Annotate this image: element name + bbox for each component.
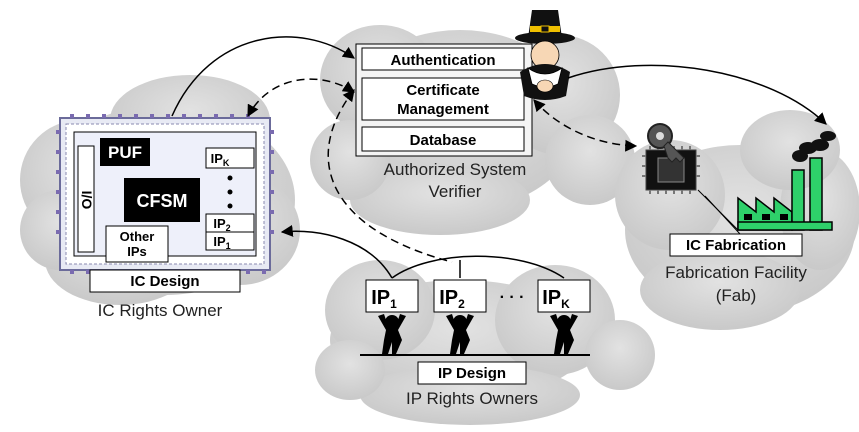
cert-line1: Certificate xyxy=(406,82,479,99)
owner-ipk-sub: K xyxy=(561,297,570,311)
other-ips-block: Other IPs xyxy=(105,225,169,263)
cfsm-label: CFSM xyxy=(137,191,188,211)
verifier-caption-line2: Verifier xyxy=(429,182,482,201)
ic-owner-caption: IC Rights Owner xyxy=(98,301,223,320)
cfsm-block: CFSM xyxy=(124,178,200,222)
svg-text:IPK: IPK xyxy=(542,287,570,311)
arrow-verifier-to-fab xyxy=(567,64,827,125)
chip-ip-k-sub: K xyxy=(223,158,230,168)
ic-design-box: IC Design xyxy=(89,269,241,293)
ic-fabrication-label: IC Fabrication xyxy=(686,237,786,254)
arrow-cert-to-fab-chip xyxy=(533,99,638,152)
arrow-verifier-to-ip-owners xyxy=(327,89,453,263)
ip2-owner-figure: IP2 xyxy=(433,279,487,354)
svg-text:IP2: IP2 xyxy=(213,216,230,233)
other-ips-line2: IPs xyxy=(127,244,147,259)
verifier-caption-line1: Authorized System xyxy=(384,160,527,179)
arrow-ip-owners-to-ic xyxy=(280,224,393,279)
io-block: I/O xyxy=(77,145,95,253)
authentication-label: Authentication xyxy=(391,52,496,69)
fab-connector-line-2 xyxy=(704,195,741,235)
ip-owners-bracket xyxy=(391,255,565,279)
svg-text:IP1: IP1 xyxy=(371,287,397,311)
ip-owners-ellipsis: · · · xyxy=(500,289,525,306)
pilgrim-verifier-icon xyxy=(515,10,575,100)
factory-icon xyxy=(737,131,836,231)
svg-text:IP2: IP2 xyxy=(439,287,465,311)
chip-ip-k-block: IPK xyxy=(205,147,255,169)
ip-design-label: IP Design xyxy=(438,365,506,382)
chip-ip-1-block: IP1 xyxy=(205,231,255,251)
chip-ip-1-sub: 1 xyxy=(226,241,231,251)
chip-ip-2-sub: 2 xyxy=(226,223,231,233)
owner-ip1-label: IP xyxy=(371,287,390,309)
ip-owners-caption: IP Rights Owners xyxy=(406,389,538,408)
ic-fabrication-box: IC Fabrication xyxy=(669,233,803,257)
chip-ellipsis-dots xyxy=(227,175,233,209)
verifier-panel: Authentication Certificate Management Da… xyxy=(355,43,533,157)
cert-line2: Management xyxy=(397,101,489,118)
ip-design-box: IP Design xyxy=(417,361,527,385)
chip-ip-1-label: IP xyxy=(213,234,226,249)
owner-ipk-label: IP xyxy=(542,287,561,309)
arrow-cert-to-ic xyxy=(247,78,356,118)
svg-text:IPK: IPK xyxy=(211,151,230,168)
other-ips-line1: Other xyxy=(120,229,155,244)
owner-ip2-sub: 2 xyxy=(458,297,465,311)
puf-label: PUF xyxy=(108,143,142,162)
chip-with-key-icon xyxy=(642,123,700,194)
owner-ip2-label: IP xyxy=(439,287,458,309)
puf-block: PUF xyxy=(100,138,150,166)
arrow-ic-to-verifier xyxy=(171,36,355,117)
ic-design-label: IC Design xyxy=(130,273,199,290)
owner-ip1-sub: 1 xyxy=(390,297,397,311)
io-label: I/O xyxy=(79,191,95,210)
fab-caption-line2: (Fab) xyxy=(716,286,757,305)
chip-ip-k-label: IP xyxy=(211,151,224,166)
ipk-owner-figure: IPK xyxy=(537,279,591,354)
chip-ip-2-label: IP xyxy=(213,216,226,231)
chip-ip-2-block: IP2 xyxy=(205,213,255,233)
database-label: Database xyxy=(410,132,477,149)
svg-text:IP1: IP1 xyxy=(213,234,230,251)
ip1-owner-figure: IP1 xyxy=(365,279,419,354)
fab-caption-line1: Fabrication Facility xyxy=(665,263,807,282)
